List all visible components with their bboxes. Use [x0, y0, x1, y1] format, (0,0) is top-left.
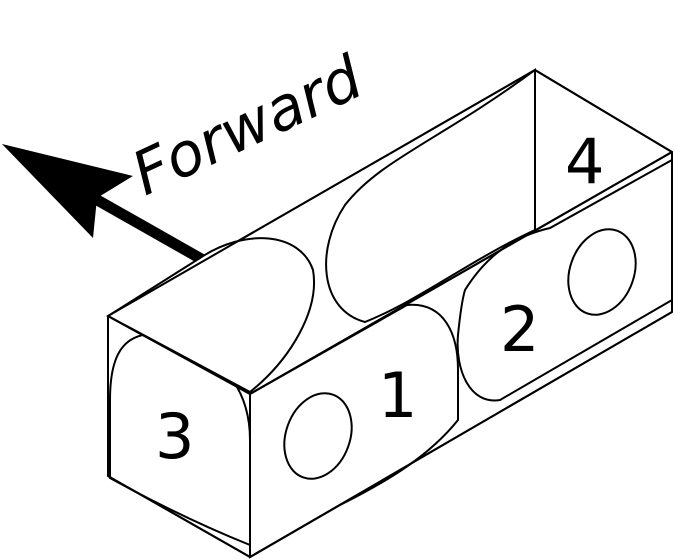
- wheel-1-shape: [249, 303, 459, 559]
- wheel-2-label: 2: [500, 293, 539, 366]
- wheel-4-shape: [325, 68, 536, 324]
- wheel-1-label: 1: [378, 359, 417, 432]
- wheel-4-label: 4: [565, 125, 604, 198]
- forward-arrow-head: [2, 144, 133, 238]
- wheel-2-hub: [567, 228, 637, 316]
- wheel-1-hub: [283, 392, 353, 480]
- box-edge-outline: [107, 69, 673, 558]
- top-front-wheel-shape: [106, 237, 315, 394]
- wheel-3-label: 3: [155, 400, 194, 473]
- box-edges: [107, 69, 673, 558]
